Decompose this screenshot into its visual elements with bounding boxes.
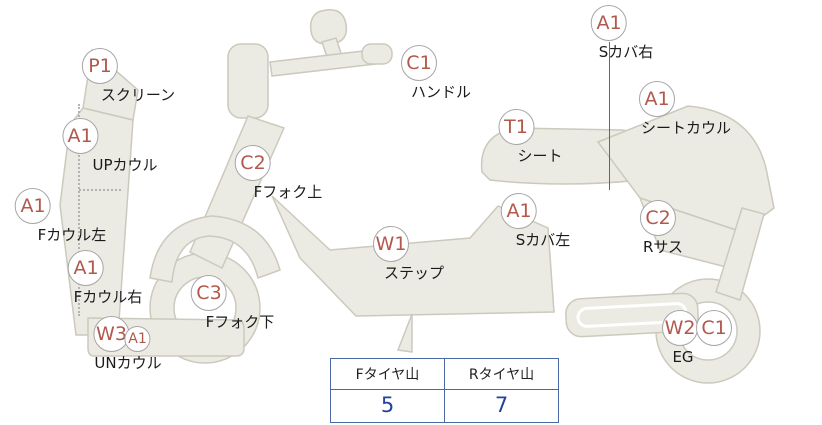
part-label: EG (672, 348, 694, 366)
part-label: シート (517, 147, 563, 165)
marker-step: W1 ステップ (361, 226, 444, 282)
condition-code: C1 (400, 45, 437, 81)
part-label: Fフォク上 (253, 183, 323, 201)
part-label: UNカウル (94, 354, 162, 372)
marker-handle: C1 ハンドル (389, 45, 471, 101)
condition-code: A1 (62, 118, 98, 154)
marker-f-cowl-right: A1 Fカウル右 (52, 250, 142, 306)
marker-f-cowl-left: A1 Fカウル左 (0, 188, 106, 244)
marker-seat: T1 シート (493, 109, 563, 165)
marker-engine: W2 C1 EG (662, 310, 732, 366)
dashed-guide-horizontal (79, 189, 121, 191)
condition-code-secondary: A1 (124, 326, 151, 352)
marker-un-cowl: W3 A1 UNカウル (88, 316, 162, 372)
front-tire-header: Fタイヤ山 (330, 358, 445, 390)
front-tire-value: 5 (330, 389, 445, 423)
condition-code: A1 (501, 193, 537, 229)
part-label: Fフォク下 (205, 313, 275, 331)
marker-screen: P1 スクリーン (63, 48, 175, 104)
marker-r-suspension: C2 Rサス (638, 200, 683, 256)
marker-seat-cowl: A1 シートカウル (612, 81, 731, 137)
part-label: Fカウル右 (73, 288, 143, 306)
condition-code: A1 (14, 188, 51, 224)
part-label: ステップ (383, 264, 445, 282)
part-label: Fカウル左 (37, 226, 107, 244)
marker-up-cowl: A1 UPカウル (47, 118, 158, 174)
condition-code: P1 (81, 48, 118, 84)
marker-s-cover-right: A1 Sカバ右 (582, 5, 653, 61)
condition-code: W3 (93, 316, 130, 352)
rear-tire-header: Rタイヤ山 (444, 358, 559, 390)
condition-code: C2 (234, 145, 271, 181)
condition-code-secondary: C1 (696, 310, 732, 346)
part-label: ハンドル (410, 83, 472, 101)
condition-code: A1 (67, 250, 104, 286)
part-label: Sカバ右 (598, 43, 654, 61)
part-label: Sカバ左 (515, 231, 571, 249)
pointer-line-s-cover-right (609, 42, 610, 190)
part-label: シートカウル (640, 119, 732, 137)
tire-tread-table: Fタイヤ山 Rタイヤ山 5 7 (330, 358, 559, 423)
part-label: UPカウル (92, 156, 158, 174)
condition-code: C2 (640, 200, 676, 236)
part-label: スクリーン (100, 86, 176, 104)
marker-s-cover-left: A1 Sカバ左 (492, 193, 570, 249)
marker-f-fork-lower: C3 Fフォク下 (175, 275, 274, 331)
condition-code: A1 (638, 81, 675, 117)
condition-code: W1 (372, 226, 409, 262)
rear-tire-value: 7 (444, 389, 559, 423)
part-label: Rサス (642, 238, 684, 256)
condition-code: T1 (497, 109, 534, 145)
condition-code: W2 (662, 310, 698, 346)
condition-code: A1 (591, 5, 627, 41)
condition-code: C3 (190, 275, 227, 311)
marker-f-fork-upper: C2 Fフォク上 (219, 145, 322, 201)
dashed-guide-vertical (78, 104, 80, 316)
